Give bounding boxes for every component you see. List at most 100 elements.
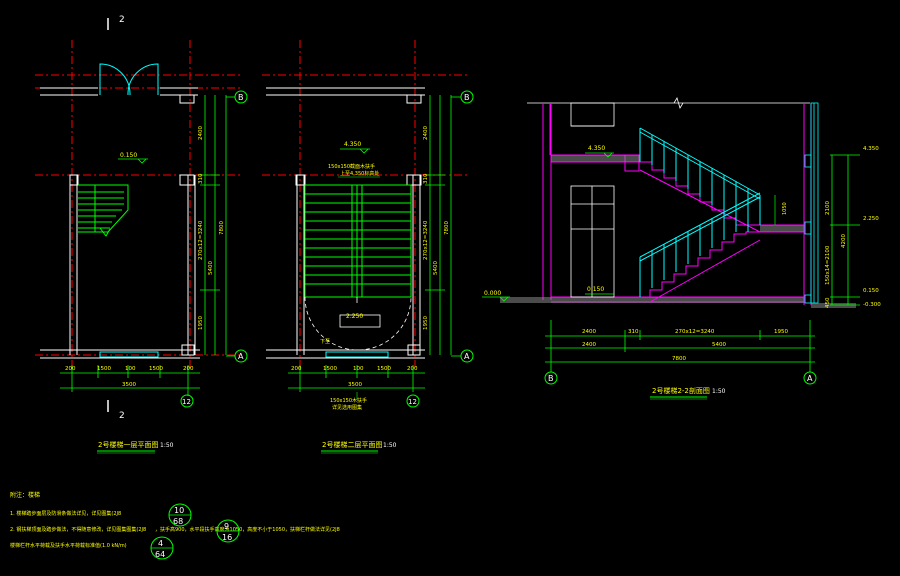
landing-arc (304, 296, 412, 351)
plan-second-floor: 4.350 150x150截面木扶手 上至4.350标高处 2.250 下至 2… (262, 40, 474, 454)
floor-slab-upper (551, 155, 639, 162)
dim-bottom-2 (288, 365, 425, 392)
detail-ref-2-bottom: 64 (155, 550, 165, 559)
section-door (570, 185, 615, 298)
sec-dim-b1-1: 2400 (582, 329, 596, 335)
dim-bottom-1: 200 (65, 366, 76, 372)
level-right-ground: -0.300 (863, 302, 881, 308)
sec-dim-right-2: 150x14=2100 (825, 245, 831, 285)
p2-dim-right-short: 310 (423, 173, 429, 184)
sec-dim-b1-2: 310 (628, 329, 639, 335)
level-floor2-tri (603, 152, 613, 158)
grid-label-B-sec: B (548, 374, 554, 383)
section-title: 2号楼梯2-2剖面图 (652, 386, 710, 395)
sec-dim-right-1: 2100 (825, 201, 831, 215)
grid-label-B-2: B (464, 93, 470, 102)
notes-line1: 1. 楼梯踏步面层及防滑条做法详见，详见图集(2J8 (10, 510, 121, 517)
grid-label-A-sec: A (807, 374, 813, 383)
detail-ref-1-top: 10 (174, 506, 184, 515)
note-handrail-top2: 上至4.350标高处 (340, 170, 379, 177)
note-handrail-bottom1: 150x150木扶手 (330, 397, 367, 404)
stair-runs-2 (304, 184, 412, 298)
dim-right-2 (425, 95, 452, 355)
ground-slab-right (811, 303, 856, 308)
p2-dim-bottom-total: 3500 (348, 382, 362, 388)
right-facade (804, 102, 819, 304)
stair-railings (639, 127, 761, 297)
note-handrail-bottom2: 详见选用图集 (332, 404, 362, 411)
break-symbol (673, 97, 684, 109)
grid-bubble-B-sec (544, 371, 558, 385)
walls-2 (266, 87, 425, 359)
grid-label-B: B (238, 93, 244, 102)
p2-dim-right-1: 2400 (423, 126, 429, 140)
dim-right-total: 5400 (208, 261, 214, 275)
plan-ground-floor: 2 2 (35, 15, 248, 454)
level-4350: 4.350 (344, 141, 361, 148)
detail-ref-1-bottom: 68 (173, 517, 183, 526)
dim-right (200, 95, 227, 355)
p2-dim-bottom-2: 1500 (323, 366, 337, 372)
plan1-scale: 1:50 (160, 442, 174, 449)
p2-dim-right-3: 1950 (423, 316, 429, 330)
sec-dim-b2-2: 5400 (712, 342, 726, 348)
section-2-2: 1050 0.000 4.350 0.150 4.350 2.250 0.150… (482, 97, 881, 400)
dim-right-2: 270x12=3240 (198, 220, 204, 260)
notes-line3: 楼梯栏杆水平荷载及扶手水平荷载标准值(1.0 kN/m) (10, 542, 127, 549)
section-mark-bottom: 2 (119, 411, 125, 421)
level-right-low: 0.150 (863, 288, 879, 294)
sec-dim-b1-4: 1950 (774, 329, 788, 335)
p2-dim-outer-total: 7800 (444, 221, 450, 235)
walls (40, 87, 200, 359)
level-2250: 2.250 (346, 313, 363, 320)
grid-label-12-2: 12 (408, 398, 417, 406)
plan1-title: 2号楼梯一层平面图 (98, 440, 158, 449)
axis-lines-2 (262, 40, 468, 370)
p2-dim-right-total: 5400 (433, 261, 439, 275)
level-right-top: 4.350 (863, 146, 879, 152)
right-level-dims (830, 154, 860, 306)
upper-window (570, 102, 615, 127)
dim-right-1: 2400 (198, 126, 204, 140)
level-floor1: 0.150 (120, 152, 137, 159)
dim-outer-total: 7800 (219, 221, 225, 235)
window (99, 351, 159, 358)
plan2-title: 2号楼梯二层平面图 (322, 440, 382, 449)
detail-ref-3-top: 9 (224, 522, 229, 531)
landing-slab (760, 225, 804, 232)
plan2-scale: 1:50 (383, 442, 397, 449)
detail-ref-3-bottom: 16 (222, 533, 232, 542)
grid-label-A: A (238, 352, 244, 361)
grid-label-12: 12 (182, 398, 191, 406)
dim-bottom (60, 365, 200, 396)
note-lower: 下至 (320, 339, 330, 345)
level-right-mid: 2.250 (863, 216, 879, 222)
dim-bottom-2: 1500 (97, 366, 111, 372)
section-scale: 1:50 (712, 388, 726, 395)
dim-right-short: 310 (198, 173, 204, 184)
p2-dim-bottom-5: 200 (407, 366, 418, 372)
detail-ref-2-top: 4 (158, 539, 163, 548)
sec-dim-b1-3: 270x12=3240 (675, 329, 715, 335)
p2-dim-bottom-3: 100 (353, 366, 364, 372)
ground-slab (551, 297, 804, 303)
level-ground: 0.000 (484, 290, 501, 297)
level-floor2: 4.350 (588, 145, 605, 152)
grid-bubble-12-2 (406, 394, 420, 408)
window-2 (325, 351, 389, 358)
dim-bottom-5: 200 (183, 366, 194, 372)
section-dim-bottom (545, 320, 815, 372)
sec-dim-b2-1: 2400 (582, 342, 596, 348)
section-mark-top: 2 (119, 15, 125, 25)
grid-bubble-12 (180, 394, 194, 408)
p2-dim-bottom-4: 1500 (377, 366, 391, 372)
sec-dim-right-3: 450 (825, 297, 831, 308)
level-floor1-sec: 0.150 (587, 286, 604, 293)
level-ground-tri (499, 296, 509, 302)
grid-bubble-A-sec (803, 371, 817, 385)
stair-profile (639, 161, 761, 303)
ground-slab-left (500, 297, 551, 303)
level-triangle (137, 158, 147, 164)
notes-line2: 2. 钢扶梯顶面及踏步做法，不得随意修改，详见图集图集(2J8 (10, 526, 146, 533)
